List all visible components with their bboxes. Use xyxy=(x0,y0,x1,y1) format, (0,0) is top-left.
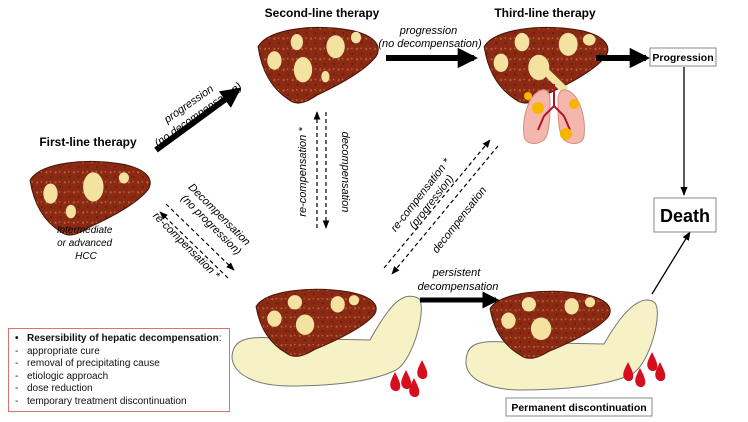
liver-decompensated-1 xyxy=(231,288,428,397)
reversibility-item: -dose reduction xyxy=(15,383,93,395)
reversibility-item: -appropriate cure xyxy=(15,345,100,357)
label-second-to-third: progression (no decompensation) xyxy=(378,25,482,50)
progression-box xyxy=(649,47,717,67)
stage-first-line: First-line therapy xyxy=(39,135,137,149)
stage-second-line: Second-line therapy xyxy=(265,6,380,20)
reversibility-item: -temporary treatment discontinuation xyxy=(15,395,187,407)
label-second-recomp: re-compensation * xyxy=(297,127,309,217)
progression-label: Progression xyxy=(652,52,713,64)
hcc-label: Intermediate or advanced HCC xyxy=(57,225,115,262)
reversibility-title-row: • Resersibility of hepatic decompensatio… xyxy=(15,333,223,346)
liver-third-line xyxy=(483,26,609,104)
death-label: Death xyxy=(660,206,710,226)
arrow-first-decomp xyxy=(165,203,235,271)
reversibility-item: -etiologic approach xyxy=(15,370,109,382)
reversibility-title: Resersibility of hepatic decompensation: xyxy=(27,333,222,344)
arrow-discontinuation-to-death xyxy=(651,231,691,295)
label-second-decomp: decompensation xyxy=(339,132,351,213)
arrow-first-to-second xyxy=(154,87,242,153)
lungs-metastases xyxy=(523,84,585,144)
permanent-box xyxy=(505,397,653,417)
liver-second-line xyxy=(257,26,379,104)
blood-drops-1 xyxy=(390,360,428,397)
reversibility-bullet: • xyxy=(15,333,19,344)
death-box xyxy=(653,197,717,233)
label-first-to-second: progression (no decompensation) xyxy=(145,69,245,150)
liver-decompensated-2 xyxy=(465,290,666,391)
liver-first-line xyxy=(29,160,151,236)
arrow-first-recomp xyxy=(159,211,229,279)
blood-drops-2 xyxy=(623,352,666,387)
label-persistent: persistent decompensation xyxy=(418,267,499,293)
permanent-label: Permanent discontinuation xyxy=(511,402,646,414)
stage-third-line: Third-line therapy xyxy=(494,6,596,20)
reversibility-box: • Resersibility of hepatic decompensatio… xyxy=(8,328,230,412)
reversibility-item: -removal of precipitating cause xyxy=(15,358,160,370)
